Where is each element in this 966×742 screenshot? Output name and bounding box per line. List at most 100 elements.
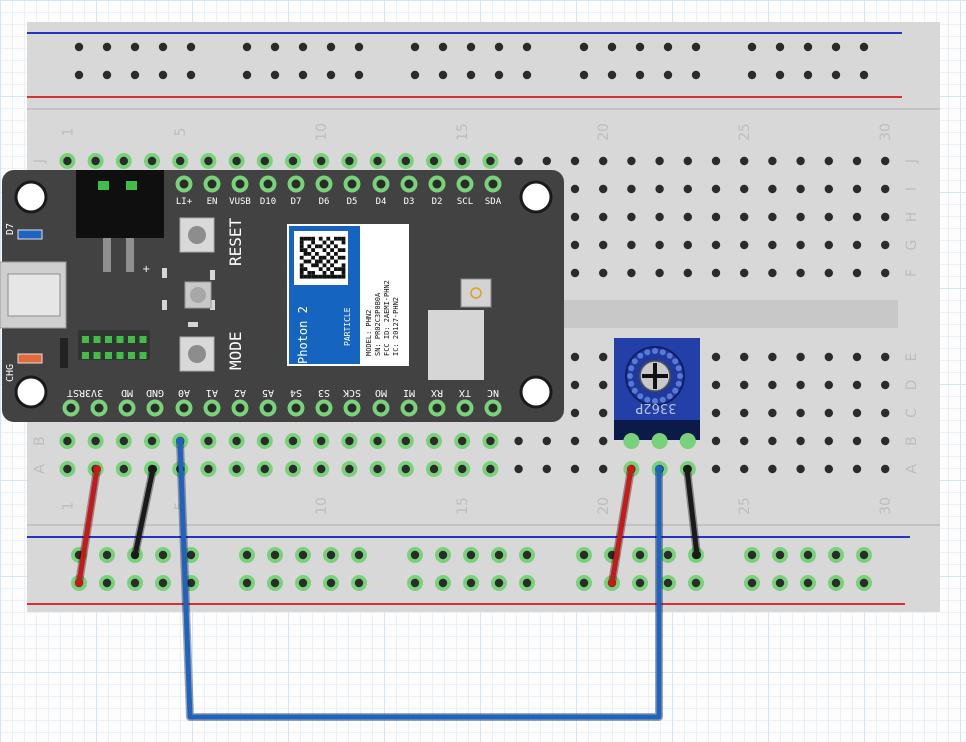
breadboard-hole[interactable] [711,184,721,194]
breadboard-hole[interactable] [824,156,833,166]
wire-power-left[interactable] [76,466,100,586]
rail-hole[interactable] [270,42,280,52]
breadboard-hole[interactable] [824,464,833,474]
rail-hole[interactable] [102,70,112,80]
rail-hole[interactable] [242,550,252,560]
rail-hole[interactable] [859,42,869,52]
rail-hole[interactable] [186,578,196,588]
breadboard-hole[interactable] [570,240,580,250]
rail-hole[interactable] [354,70,364,80]
rail-hole[interactable] [494,550,504,560]
rail-hole[interactable] [579,578,589,588]
rail-hole[interactable] [466,42,476,52]
breadboard-hole[interactable] [288,156,298,166]
breadboard-hole[interactable] [796,240,805,250]
breadboard-hole[interactable] [542,436,551,446]
breadboard-hole[interactable] [740,352,749,362]
breadboard-hole[interactable] [627,240,636,250]
breadboard-hole[interactable] [881,156,890,166]
breadboard-hole[interactable] [514,436,523,446]
breadboard-hole[interactable] [796,268,805,278]
breadboard-hole[interactable] [655,212,664,222]
breadboard-hole[interactable] [599,156,608,166]
breadboard-hole[interactable] [542,464,551,474]
rail-hole[interactable] [747,42,757,52]
rail-hole[interactable] [775,550,785,560]
breadboard-hole[interactable] [429,464,439,474]
breadboard-hole[interactable] [824,408,833,418]
rail-hole[interactable] [438,550,448,560]
rail-hole[interactable] [326,578,336,588]
breadboard-hole[interactable] [852,352,862,362]
breadboard-hole[interactable] [768,408,777,418]
breadboard-hole[interactable] [740,464,749,474]
breadboard-hole[interactable] [740,212,749,222]
breadboard-hole[interactable] [768,156,777,166]
breadboard-hole[interactable] [570,464,580,474]
rail-hole[interactable] [354,550,364,560]
breadboard-hole[interactable] [232,156,241,166]
rail-hole[interactable] [74,42,84,52]
rail-hole[interactable] [326,42,336,52]
breadboard-hole[interactable] [599,212,608,222]
wire-signal[interactable] [177,438,662,720]
rail-hole[interactable] [242,42,252,52]
breadboard-hole[interactable] [204,156,213,166]
rail-hole[interactable] [579,70,589,80]
breadboard-hole[interactable] [711,408,721,418]
rail-hole[interactable] [522,550,532,560]
rail-hole[interactable] [494,42,504,52]
breadboard-hole[interactable] [63,436,72,446]
breadboard-hole[interactable] [260,464,269,474]
breadboard-hole[interactable] [401,156,410,166]
breadboard-hole[interactable] [740,184,749,194]
breadboard-hole[interactable] [881,212,890,222]
rail-hole[interactable] [130,70,140,80]
rail-hole[interactable] [803,70,813,80]
breadboard-hole[interactable] [768,436,777,446]
breadboard-hole[interactable] [570,268,580,278]
breadboard-hole[interactable] [599,268,608,278]
rail-hole[interactable] [691,70,701,80]
rail-hole[interactable] [158,70,168,80]
breadboard-hole[interactable] [796,408,805,418]
breadboard-hole[interactable] [345,436,354,446]
breadboard-hole[interactable] [599,184,608,194]
rail-hole[interactable] [438,70,448,80]
breadboard-hole[interactable] [881,184,890,194]
breadboard-hole[interactable] [176,156,185,166]
rail-hole[interactable] [775,578,785,588]
breadboard-hole[interactable] [852,464,862,474]
breadboard-hole[interactable] [796,184,805,194]
breadboard-hole[interactable] [711,268,721,278]
breadboard-hole[interactable] [288,464,298,474]
rail-hole[interactable] [579,42,589,52]
rail-hole[interactable] [298,578,308,588]
breadboard-hole[interactable] [627,184,636,194]
breadboard-hole[interactable] [824,240,833,250]
breadboard-hole[interactable] [317,464,326,474]
rail-hole[interactable] [831,70,841,80]
rail-hole[interactable] [522,42,532,52]
breadboard-hole[interactable] [514,156,523,166]
rail-hole[interactable] [859,70,869,80]
breadboard-hole[interactable] [824,268,833,278]
breadboard-hole[interactable] [711,464,721,474]
breadboard-hole[interactable] [345,156,354,166]
breadboard-hole[interactable] [683,212,692,222]
breadboard-hole[interactable] [881,380,890,390]
rail-hole[interactable] [158,578,168,588]
rail-hole[interactable] [494,578,504,588]
breadboard-hole[interactable] [232,464,241,474]
breadboard-hole[interactable] [317,436,326,446]
rail-hole[interactable] [130,42,140,52]
breadboard-hole[interactable] [458,436,467,446]
breadboard-hole[interactable] [429,436,439,446]
rail-hole[interactable] [74,70,84,80]
breadboard-hole[interactable] [852,212,862,222]
rail-hole[interactable] [326,550,336,560]
rail-hole[interactable] [691,42,701,52]
reset-button-cap[interactable] [188,226,206,244]
rail-hole[interactable] [803,550,813,560]
breadboard-hole[interactable] [881,268,890,278]
